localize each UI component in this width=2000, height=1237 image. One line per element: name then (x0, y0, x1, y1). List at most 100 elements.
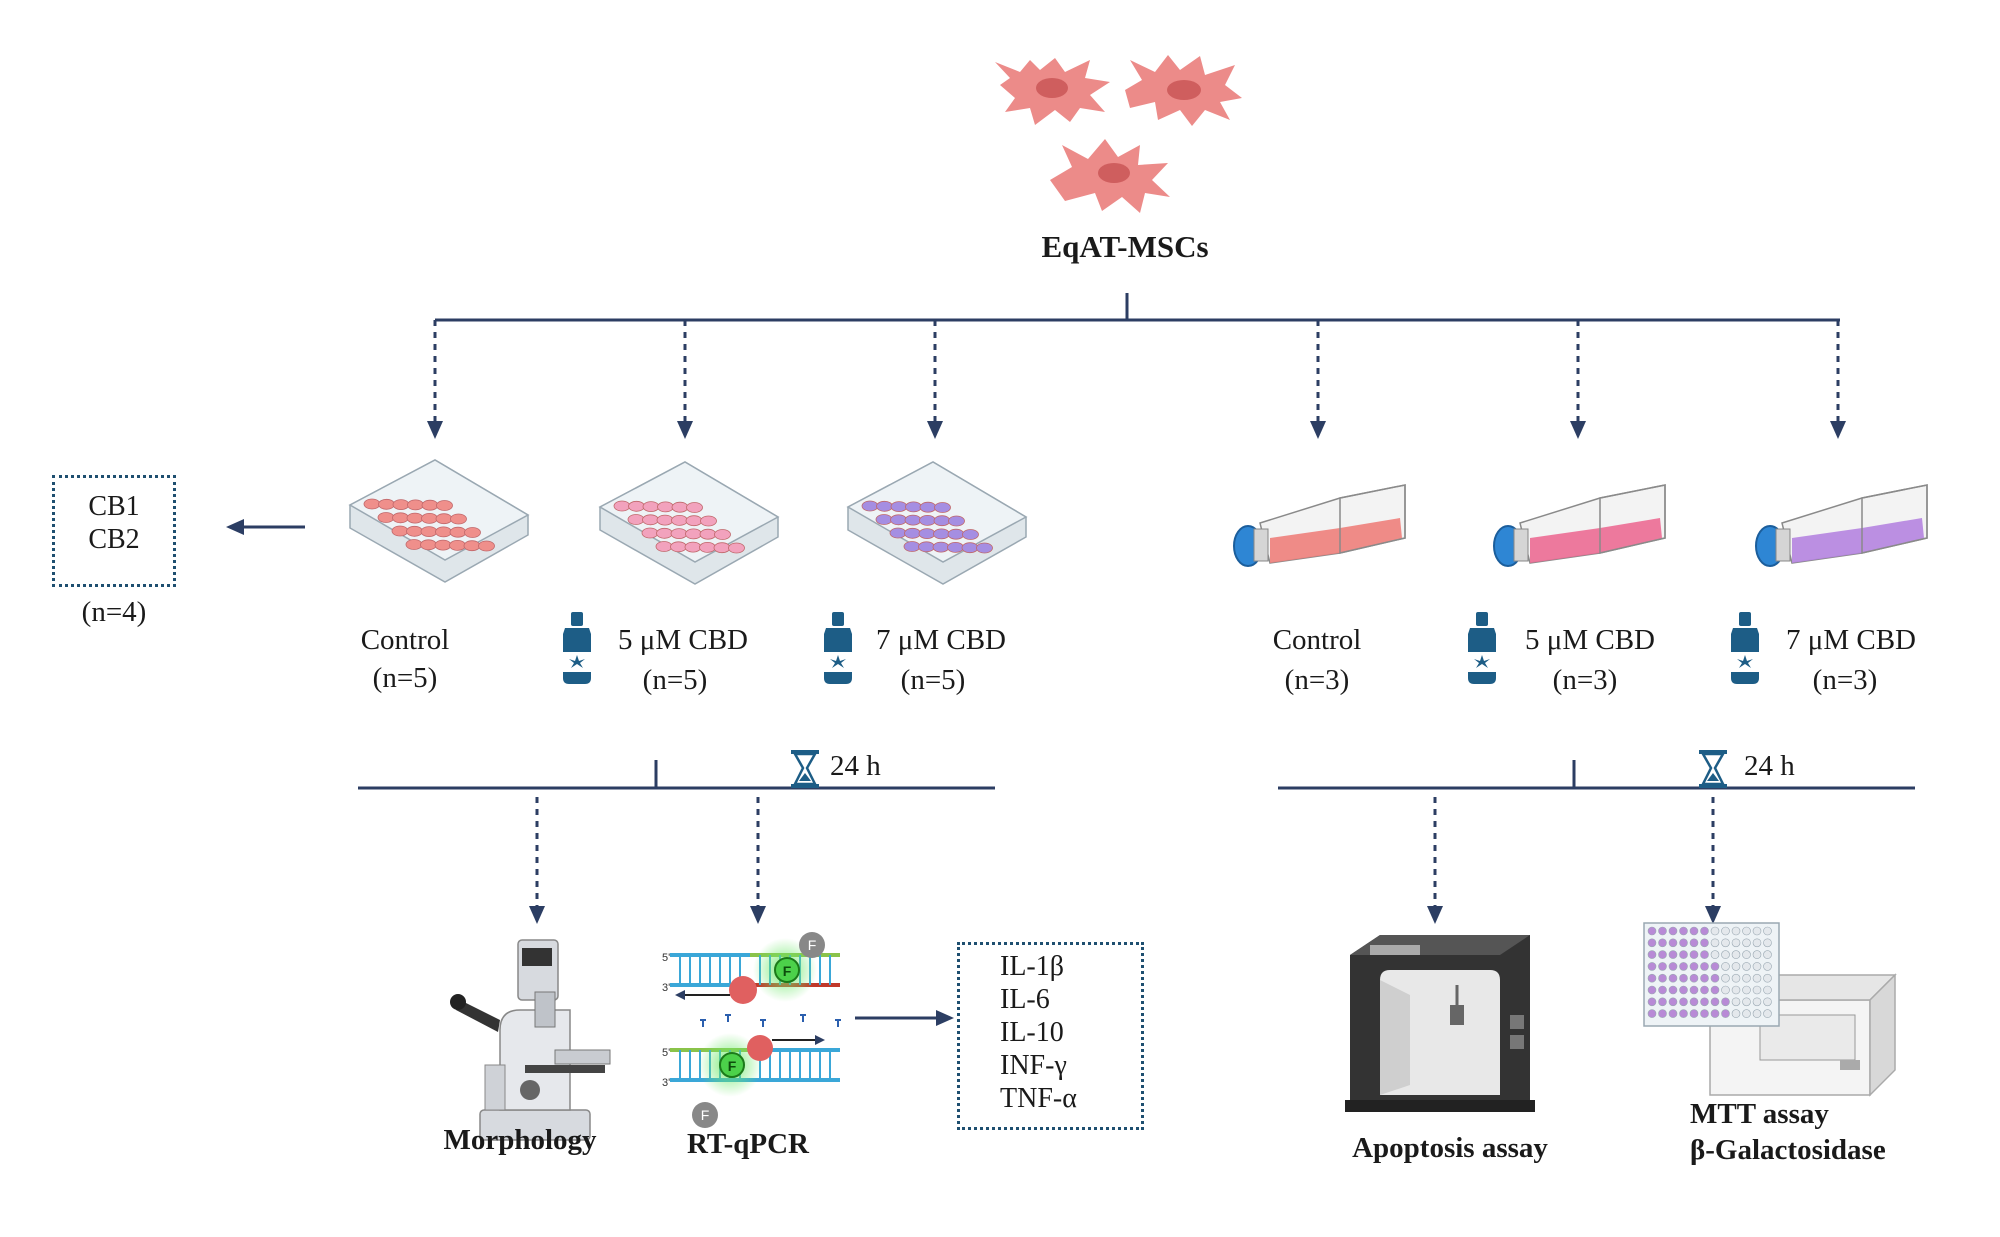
top-branch-lines (435, 293, 1840, 322)
galactosidase-label: β-Galactosidase (1690, 1134, 1886, 1166)
cytokine-item: INF-γ (1000, 1050, 1067, 1082)
well (1658, 950, 1667, 959)
well (1700, 1009, 1709, 1018)
well (1668, 973, 1678, 983)
flask-5cbd-label: 5 μM CBD (1525, 624, 1655, 656)
cytokine-item: IL-1β (1000, 951, 1064, 982)
well (1647, 997, 1657, 1007)
three-prime-label: 3' (662, 982, 670, 994)
well (1731, 997, 1741, 1007)
well (890, 501, 908, 512)
well (1731, 950, 1741, 959)
well (685, 515, 703, 527)
well (436, 500, 453, 511)
well (377, 512, 395, 523)
well (1658, 973, 1667, 983)
well (1668, 938, 1678, 948)
well (1710, 985, 1720, 995)
well (478, 540, 495, 552)
flask-7cbd-n: (n=3) (1812, 664, 1878, 696)
well (1647, 950, 1657, 959)
well (1689, 962, 1699, 971)
well (1742, 962, 1751, 971)
well (948, 515, 965, 527)
well (627, 514, 645, 525)
well (1679, 926, 1688, 936)
well (1668, 950, 1678, 959)
well (700, 515, 717, 527)
well (1689, 973, 1699, 983)
well (934, 502, 951, 513)
well (1658, 985, 1667, 995)
well (1679, 950, 1688, 959)
well (1763, 985, 1772, 995)
well (420, 539, 437, 551)
well (1710, 973, 1720, 983)
plate-7cbd-label: 7 μM CBD (876, 624, 1006, 656)
well (1742, 926, 1751, 936)
well (1647, 926, 1657, 936)
well (1752, 950, 1762, 959)
well (919, 501, 937, 513)
well (449, 540, 466, 551)
well (1668, 997, 1678, 1007)
top-dashed-arrows (427, 320, 1846, 439)
well (363, 498, 381, 510)
cbd-bottle-icon (1468, 612, 1496, 684)
five-prime-label: 5' (662, 1047, 670, 1059)
cytokine-item: IL-6 (1000, 984, 1050, 1016)
well-plate-icon (598, 461, 780, 585)
well (421, 499, 439, 511)
mid-dashed-arrows (529, 797, 1721, 924)
well (919, 515, 936, 526)
well (1710, 997, 1720, 1007)
well (1679, 985, 1688, 995)
well (1679, 973, 1688, 983)
well (933, 515, 951, 527)
well (671, 501, 689, 513)
cytokine-item: IL-10 (1000, 1017, 1064, 1049)
well (1647, 1009, 1657, 1018)
well (1689, 938, 1699, 948)
flow-cytometer-icon (1345, 935, 1535, 1112)
well (1731, 1009, 1741, 1018)
well (1647, 985, 1657, 995)
well (1700, 997, 1709, 1007)
well (947, 542, 964, 553)
well (391, 525, 409, 537)
well (699, 542, 716, 553)
well (421, 513, 438, 524)
well (1700, 973, 1709, 983)
fluor-label: F (701, 1107, 710, 1123)
well (655, 541, 673, 552)
well (1742, 1009, 1751, 1018)
well (1658, 1009, 1667, 1018)
well (905, 501, 922, 513)
cell-icon (995, 58, 1110, 125)
well (1752, 973, 1762, 983)
well-plate-icon (846, 461, 1028, 585)
primers (700, 1014, 841, 1027)
well (1721, 938, 1730, 948)
well (1679, 997, 1688, 1007)
well (641, 527, 659, 539)
96-well-plate-icon (1643, 922, 1780, 1027)
well (1679, 962, 1688, 971)
well (1742, 985, 1751, 995)
fluor-label: F (808, 937, 817, 953)
well (876, 500, 893, 512)
mid-branch-lines (358, 760, 1915, 790)
well (1710, 938, 1720, 948)
mtt-label: MTT assay (1690, 1098, 1829, 1130)
msc-cells-icon (995, 55, 1242, 213)
well (1731, 926, 1741, 936)
well (435, 513, 453, 525)
well (1689, 950, 1699, 959)
well (1752, 938, 1762, 948)
well (961, 542, 979, 554)
well (670, 541, 687, 553)
receptor-n: (n=4) (81, 596, 147, 628)
well (420, 526, 438, 537)
cytokine-item: TNF-α (1000, 1083, 1077, 1115)
well (713, 542, 731, 554)
